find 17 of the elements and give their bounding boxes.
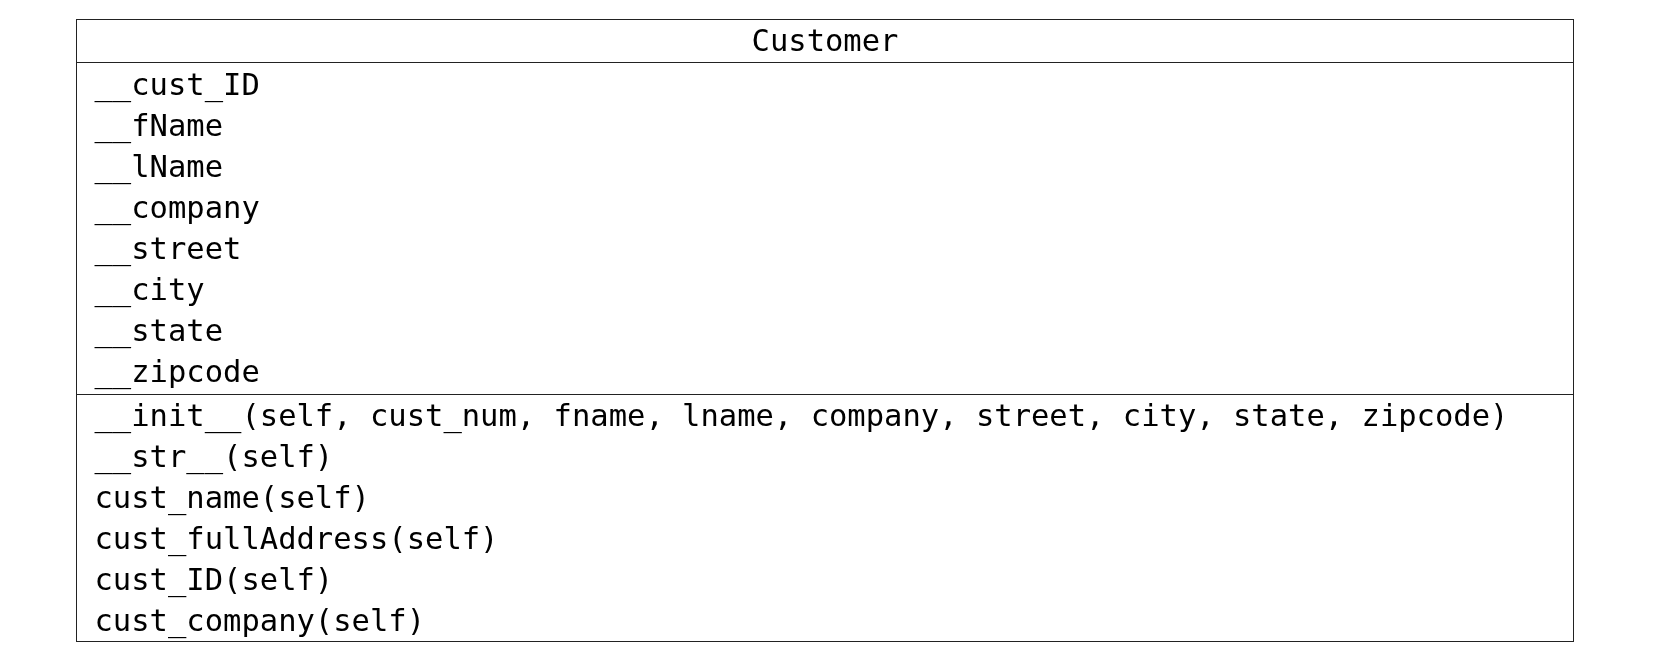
method-signature: cust_company(self): [94, 601, 426, 641]
attribute-name: __fName: [94, 106, 224, 146]
method-signature: __init__(self, cust_num, fname, lname, company, street, city, state, zipcode): [94, 396, 1509, 436]
methods-compartment: [77, 393, 1573, 641]
attribute-name: __city: [94, 270, 205, 310]
method-signature: __str__(self): [94, 437, 334, 477]
attribute-name: __cust_ID: [94, 65, 260, 105]
attribute-name: __company: [94, 188, 260, 228]
method-signature: cust_fullAddress(self): [94, 519, 499, 559]
attribute-name: __state: [94, 311, 224, 351]
class-name: Customer: [751, 22, 899, 60]
attribute-name: __zipcode: [94, 352, 260, 392]
attribute-name: __street: [94, 229, 242, 269]
attribute-name: __lName: [94, 147, 224, 187]
class-box: [76, 19, 1574, 642]
method-signature: cust_ID(self): [94, 560, 334, 600]
method-signature: cust_name(self): [94, 478, 370, 518]
